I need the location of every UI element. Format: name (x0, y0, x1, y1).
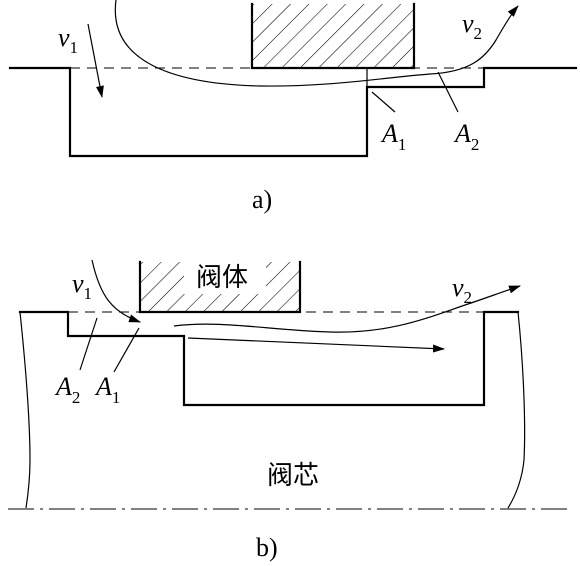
label-v1-b-sub: 1 (84, 284, 93, 303)
label-v1-a: v1 (58, 23, 78, 57)
label-a1-b-base: A (94, 372, 112, 401)
label-v1-a-base: v (58, 23, 70, 52)
leader-a2-b (79, 317, 98, 371)
streamline-a (114, 0, 519, 87)
label-v2-b-sub: 2 (464, 288, 473, 307)
valve-core-outline-b (18, 310, 520, 407)
label-v1-a-sub: 1 (70, 38, 79, 57)
label-a1-a-base: A (380, 119, 398, 148)
label-a2-b: A2 (54, 372, 80, 407)
valve-core-outline-a (8, 66, 578, 158)
core-left-contour (19, 311, 31, 509)
label-a2-a-base: A (453, 119, 471, 148)
label-v1-b-base: v (72, 269, 84, 298)
valve-core-label: 阀芯 (267, 461, 319, 491)
v1-arrow-a (87, 23, 104, 98)
leader-a2-a (437, 71, 459, 113)
streamline-b-incoming (91, 259, 141, 323)
label-v2-b-base: v (452, 273, 464, 302)
label-a2-b-sub: 2 (72, 388, 81, 407)
streamline-b-inner (187, 337, 445, 353)
label-v2-b: v2 (452, 273, 472, 307)
label-a2-b-base: A (54, 372, 72, 401)
label-a1-b-sub: 1 (112, 388, 121, 407)
valve-body-a (250, 2, 416, 70)
label-a2-a-sub: 2 (471, 135, 480, 154)
leader-a1-a (371, 91, 396, 113)
label-v2-a: v2 (462, 9, 482, 43)
diagram-a: v1 v2 A1 A2 a) (8, 0, 578, 214)
caption-b: b) (256, 533, 278, 562)
label-a1-b: A1 (94, 372, 120, 407)
valve-body-label: 阀体 (196, 263, 248, 293)
label-v2-a-base: v (462, 9, 474, 38)
label-v1-b: v1 (72, 269, 92, 303)
streamline-b-main (173, 285, 521, 333)
valve-body-b: 阀体 (138, 260, 302, 314)
core-right-contour (507, 311, 526, 509)
label-a1-a: A1 (380, 119, 406, 154)
label-v2-a-sub: 2 (474, 24, 483, 43)
caption-a: a) (252, 185, 272, 214)
label-a2-a: A2 (453, 119, 479, 154)
label-a1-a-sub: 1 (398, 135, 407, 154)
leader-a1-b (113, 327, 140, 373)
diagram-b: 阀体 v1 v2 A2 A1 阀芯 b) (8, 259, 572, 562)
